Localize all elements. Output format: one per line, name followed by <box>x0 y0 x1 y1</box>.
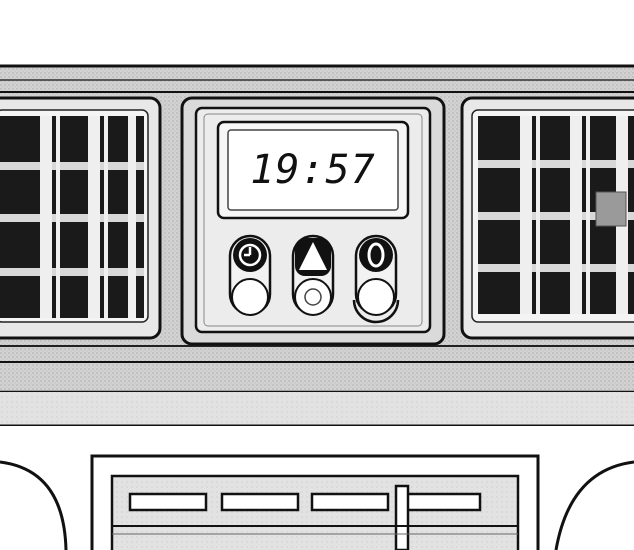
tuning-needle <box>394 484 410 550</box>
lcd-display: 19:57 <box>216 120 410 220</box>
right-air-vent[interactable] <box>460 96 634 340</box>
minute-reset-button[interactable] <box>352 234 400 324</box>
clock-icon <box>238 243 262 267</box>
hour-advance-button[interactable] <box>291 234 335 316</box>
clock-time-readout: 19:57 <box>250 147 375 193</box>
clock-module: 19:57 <box>180 96 446 346</box>
lower-console <box>0 426 634 550</box>
left-vent-louvers <box>0 116 144 318</box>
clock-set-button[interactable] <box>228 234 272 316</box>
right-vent-louvers <box>478 116 634 314</box>
triangle-up-icon <box>299 242 327 270</box>
lower-radio-panel <box>90 454 540 550</box>
zero-icon <box>367 242 385 268</box>
left-air-vent[interactable] <box>0 96 162 340</box>
radio-dial-slots <box>128 492 482 512</box>
